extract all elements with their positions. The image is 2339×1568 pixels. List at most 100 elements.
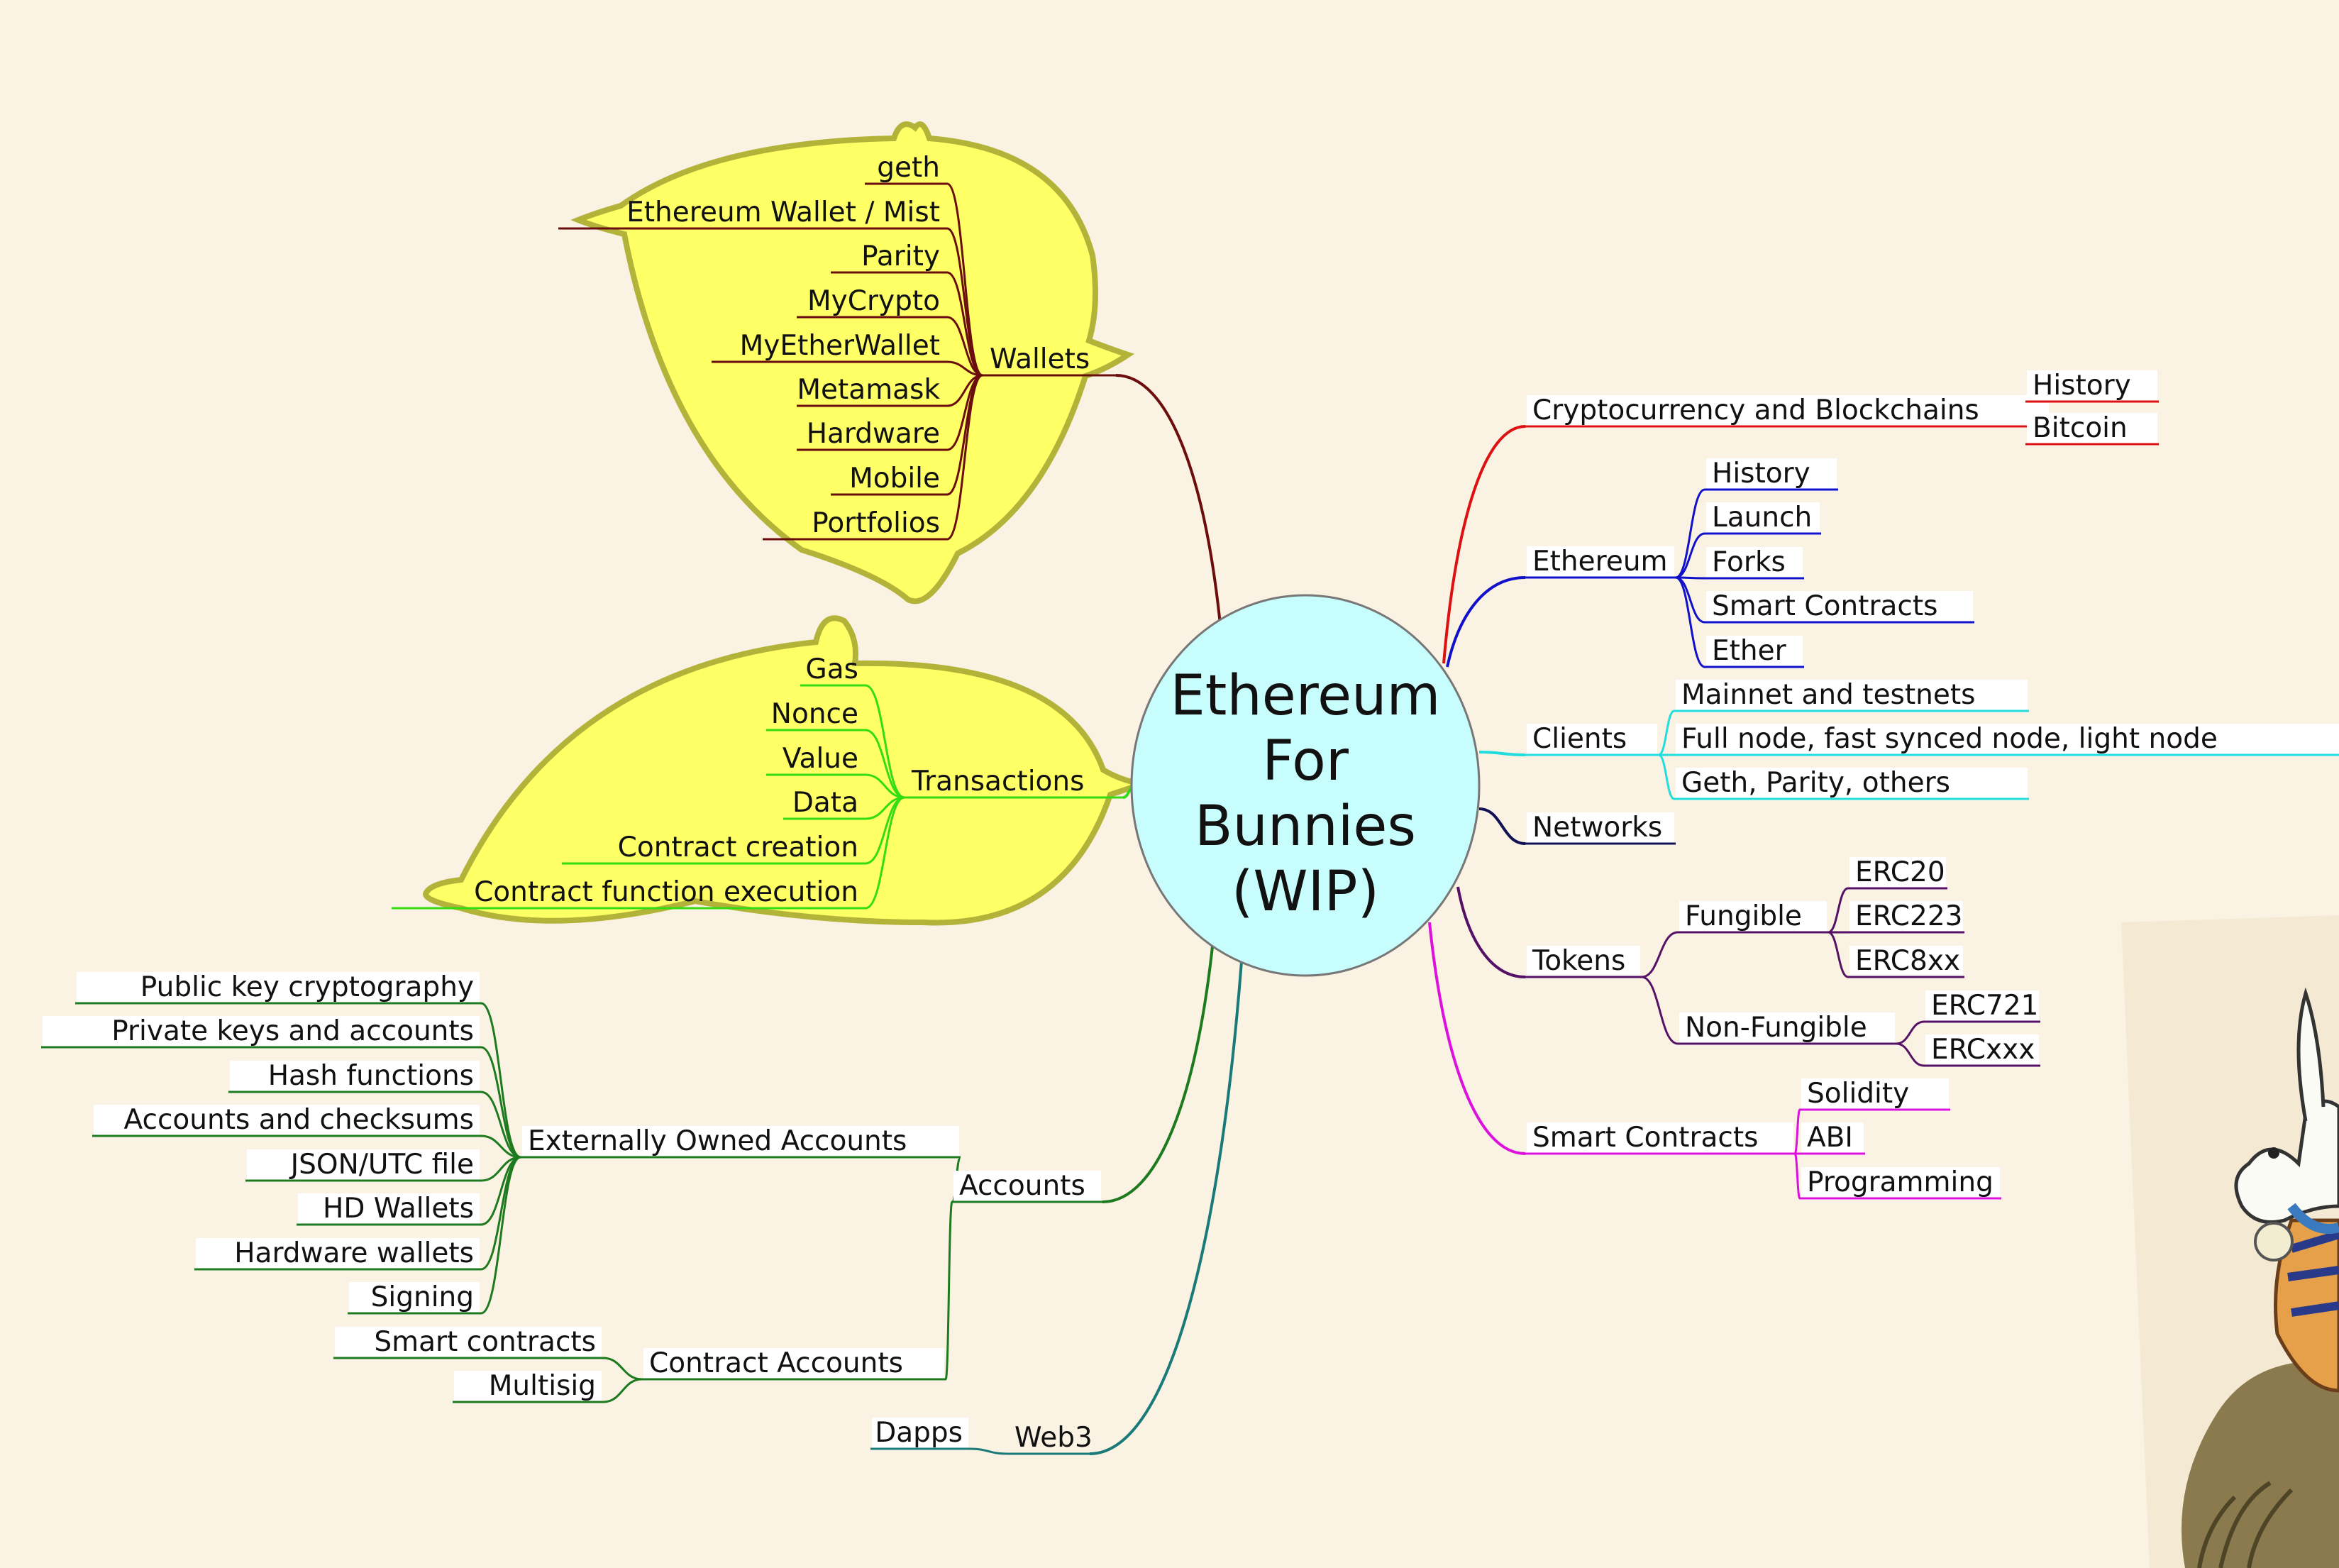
node-label-history: History — [1712, 458, 1810, 490]
node-geth-parity-others[interactable]: Geth, Parity, others — [1674, 767, 2029, 800]
node-value[interactable]: Value — [766, 743, 866, 776]
node-label-portfolios: Portfolios — [812, 507, 940, 539]
node-web3[interactable]: Web3 — [1007, 1422, 1093, 1455]
node-solidity[interactable]: Solidity — [1800, 1078, 1950, 1111]
node-programming[interactable]: Programming — [1800, 1166, 2001, 1200]
node-label-erc20: ERC20 — [1855, 856, 1945, 888]
node-background — [1676, 768, 2028, 800]
node-background — [454, 1371, 602, 1403]
node-fungible[interactable]: Fungible — [1678, 900, 1828, 934]
node-mainnet-and-testnets[interactable]: Mainnet and testnets — [1674, 679, 2029, 712]
node-label-solidity: Solidity — [1807, 1078, 1909, 1110]
node-background — [1925, 1034, 2039, 1067]
node-ethereum[interactable]: Ethereum — [1525, 546, 1676, 579]
node-label-abi: ABI — [1807, 1122, 1853, 1154]
node-networks[interactable]: Networks — [1525, 812, 1676, 845]
node-portfolios[interactable]: Portfolios — [763, 507, 947, 541]
eoa-connector — [480, 1091, 521, 1159]
smart-contracts-trunk — [1428, 922, 1526, 1155]
node-mycrypto[interactable]: MyCrypto — [797, 285, 947, 319]
node-wallets[interactable]: Wallets — [983, 343, 1116, 377]
node-mobile[interactable]: Mobile — [831, 463, 947, 496]
clients-connector — [1658, 710, 1675, 756]
node-forks[interactable]: Forks — [1705, 546, 1804, 580]
node-smart-contracts[interactable]: Smart Contracts — [1525, 1122, 1795, 1155]
node-cryptocurrency-and-blockchains[interactable]: Cryptocurrency and Blockchains — [1525, 394, 2050, 428]
node-label-dapps: Dapps — [875, 1417, 963, 1449]
node-erc20[interactable]: ERC20 — [1848, 856, 1947, 890]
node-ercxxx[interactable]: ERCxxx — [1924, 1034, 2040, 1067]
node-label-ercxxx: ERCxxx — [1931, 1034, 2035, 1066]
clients-trunk — [1478, 751, 1526, 756]
node-history[interactable]: History — [2025, 370, 2159, 403]
node-parity[interactable]: Parity — [831, 241, 947, 274]
node-erc721[interactable]: ERC721 — [1924, 990, 2040, 1023]
node-hash-functions[interactable]: Hash functions — [228, 1060, 481, 1093]
fungible-connector — [1827, 887, 1849, 934]
central-topic-line-1: Ethereum — [1170, 664, 1440, 728]
node-smart-contracts[interactable]: Smart Contracts — [1705, 590, 1974, 624]
node-nonce[interactable]: Nonce — [766, 698, 866, 731]
node-background — [1849, 901, 1963, 934]
node-json-utc-file[interactable]: JSON/UTC file — [245, 1149, 481, 1182]
node-accounts[interactable]: Accounts — [952, 1170, 1102, 1203]
node-contract-accounts[interactable]: Contract Accounts — [642, 1347, 946, 1381]
tokens-trunk — [1456, 886, 1526, 978]
node-smart-contracts[interactable]: Smart contracts — [333, 1326, 603, 1359]
tokens-connector — [1641, 976, 1679, 1045]
eoa-connector — [480, 1156, 521, 1271]
node-geth[interactable]: geth — [865, 152, 947, 185]
node-label-mycrypto: MyCrypto — [807, 285, 940, 317]
node-full-node-fast-synced-node-light-node[interactable]: Full node, fast synced node, light node — [1674, 723, 2339, 756]
node-ethereum-wallet-mist[interactable]: Ethereum Wallet / Mist — [558, 197, 947, 230]
node-background — [1706, 458, 1837, 491]
ethereum-trunk — [1446, 576, 1526, 668]
node-hardware-wallets[interactable]: Hardware wallets — [194, 1237, 481, 1271]
node-signing[interactable]: Signing — [348, 1281, 481, 1315]
node-erc223[interactable]: ERC223 — [1848, 900, 1964, 934]
node-label-externally-owned-accounts: Externally Owned Accounts — [528, 1125, 907, 1157]
node-background — [298, 1193, 480, 1226]
node-label-ethereum: Ethereum — [1532, 546, 1668, 578]
node-background — [1706, 502, 1820, 535]
node-accounts-and-checksums[interactable]: Accounts and checksums — [92, 1104, 481, 1137]
node-non-fungible[interactable]: Non-Fungible — [1678, 1012, 1896, 1045]
node-public-key-cryptography[interactable]: Public key cryptography — [75, 971, 481, 1005]
node-multisig[interactable]: Multisig — [453, 1370, 603, 1403]
node-erc8xx[interactable]: ERC8xx — [1848, 945, 1964, 978]
node-dapps[interactable]: Dapps — [870, 1417, 970, 1450]
node-label-nonce: Nonce — [771, 698, 858, 730]
node-background — [1527, 946, 1640, 978]
node-clients[interactable]: Clients — [1525, 723, 1659, 756]
node-background — [522, 1126, 959, 1159]
node-metamask[interactable]: Metamask — [797, 374, 947, 407]
node-history[interactable]: History — [1705, 458, 1838, 491]
node-tokens[interactable]: Tokens — [1525, 945, 1642, 978]
node-contract-creation[interactable]: Contract creation — [562, 832, 866, 865]
transactions-cloud — [422, 615, 1144, 926]
node-label-programming: Programming — [1807, 1166, 1994, 1198]
contract-accounts-connector — [602, 1378, 643, 1403]
tokens-connector — [1641, 931, 1679, 978]
node-abi[interactable]: ABI — [1800, 1122, 1865, 1155]
node-label-smart-contracts: Smart Contracts — [1532, 1122, 1758, 1154]
node-private-keys-and-accounts[interactable]: Private keys and accounts — [41, 1015, 481, 1049]
node-data[interactable]: Data — [783, 787, 866, 820]
node-hardware[interactable]: Hardware — [797, 418, 947, 451]
wallets-connector — [946, 271, 983, 377]
node-transactions[interactable]: Transactions — [905, 766, 1123, 799]
node-background — [1706, 636, 1803, 668]
node-hd-wallets[interactable]: HD Wallets — [297, 1193, 481, 1226]
node-background — [1527, 395, 2049, 428]
node-externally-owned-accounts[interactable]: Externally Owned Accounts — [521, 1125, 961, 1159]
node-bitcoin[interactable]: Bitcoin — [2025, 412, 2159, 446]
node-background — [1849, 946, 1963, 978]
node-myetherwallet[interactable]: MyEtherWallet — [712, 330, 947, 363]
node-launch[interactable]: Launch — [1705, 502, 1821, 535]
node-label-full-node-fast-synced-node-light-node: Full node, fast synced node, light node — [1681, 723, 2218, 755]
node-ether[interactable]: Ether — [1705, 635, 1804, 668]
node-contract-function-execution[interactable]: Contract function execution — [392, 876, 866, 910]
node-gas[interactable]: Gas — [800, 653, 866, 687]
